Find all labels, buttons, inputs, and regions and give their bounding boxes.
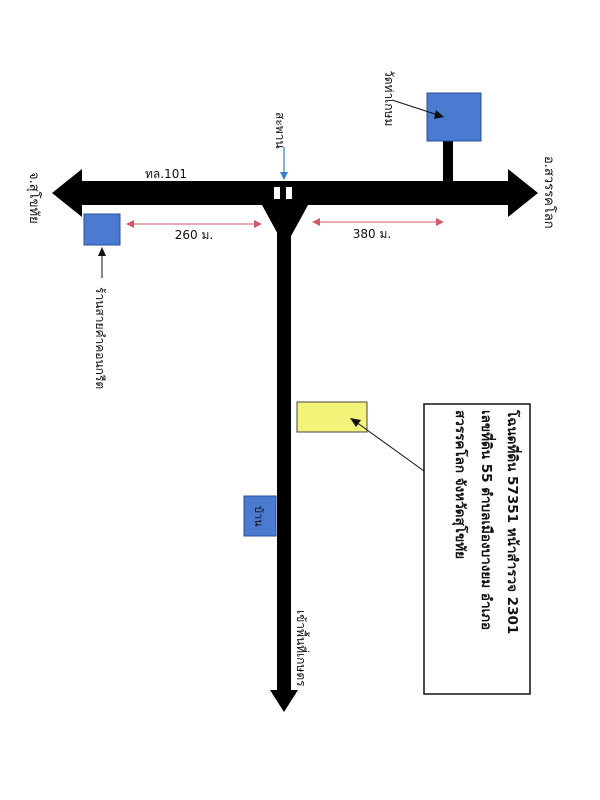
temple-pointer-line: [391, 99, 439, 116]
parcel-line-1: โฉนดที่ดิน 57351 หน้าสำรวจ 2301: [504, 409, 523, 634]
distance-right-arrow-start-icon: [312, 218, 320, 226]
arrow-down-icon: [270, 690, 298, 712]
parcel-line-2: เลขที่ดิน 55 ตำบลเมืองบางยม อำเภอ: [478, 410, 497, 630]
bridge-pointer-arrow-icon: [280, 172, 288, 180]
distance-right-label: 380 ม.: [353, 227, 391, 241]
bridge-mark-right: [286, 187, 292, 199]
bridge-label: สะพาน: [273, 112, 287, 149]
arrow-right-icon: [508, 169, 538, 217]
shop-pointer-arrow-icon: [98, 247, 106, 256]
bridge-mark-left: [274, 187, 280, 199]
highway-101-road: [78, 181, 514, 205]
branch-road: [277, 205, 291, 693]
parcel-line-3: สวรรคโลก จังหวัดสุโขทัย: [452, 410, 470, 559]
house-label: บ้าน: [252, 506, 265, 527]
shop-label: ร้านสายคำคอนกรีต: [93, 287, 107, 389]
house-marker: [243, 495, 277, 537]
parcel-info-box: [423, 403, 531, 695]
direction-bottom-label: เข้าพื้นที่เกษตร: [294, 610, 310, 687]
temple-label: วัดท่าเกษม: [382, 70, 396, 126]
temple-pointer-arrow-icon: [434, 110, 444, 119]
plot-pointer-arrow-icon: [350, 418, 361, 427]
land-plot-marker: [296, 401, 368, 433]
shop-marker: [83, 213, 121, 246]
distance-left-label: 260 ม.: [175, 228, 213, 242]
direction-right-label: อ.สวรรคโลก: [541, 156, 557, 229]
plot-pointer-line: [355, 421, 425, 472]
distance-left-arrow-end-icon: [254, 220, 262, 228]
highway-name-label: ทล.101: [145, 167, 187, 181]
distance-left-arrow-start-icon: [126, 220, 134, 228]
direction-left-label: จ.สุโขทัย: [26, 172, 42, 224]
arrow-left-icon: [52, 169, 82, 217]
distance-right-arrow-end-icon: [436, 218, 444, 226]
temple-connector-road: [443, 138, 453, 183]
